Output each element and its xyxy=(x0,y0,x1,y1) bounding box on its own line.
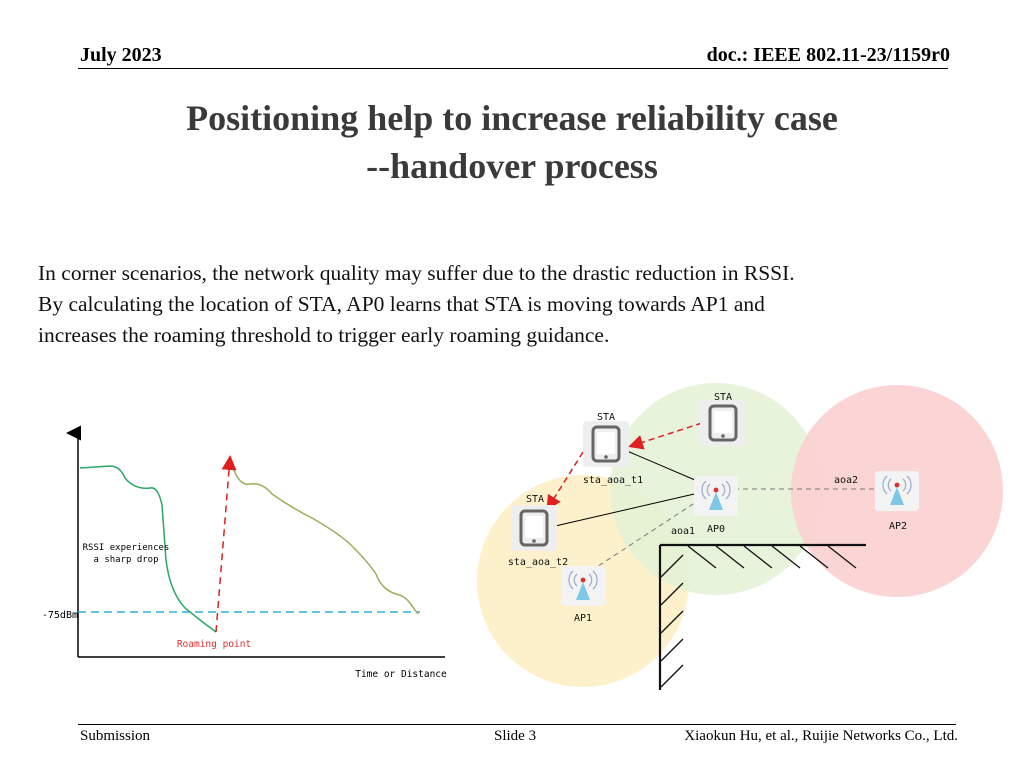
rssi-curve-ap0 xyxy=(79,465,217,633)
sta-top-label: STA xyxy=(714,392,732,403)
footer-rule xyxy=(78,724,956,725)
aoa2-label: aoa2 xyxy=(834,475,858,486)
sta-t2-vector xyxy=(537,488,717,533)
body-paragraph: In corner scenarios, the network quality… xyxy=(38,258,998,351)
ap2-label: AP2 xyxy=(889,521,907,532)
sta-top-phone xyxy=(700,400,746,446)
sta-move-arrow-2 xyxy=(546,451,584,511)
body-line1: In corner scenarios, the network quality… xyxy=(38,261,795,285)
coverage-diagram: STA STA STA sta_aoa_t1 sta_aoa_t2 aoa1 A… xyxy=(477,383,1003,690)
x-axis-label: Time or Distance xyxy=(355,669,447,680)
threshold-label: -75dBm xyxy=(42,610,78,621)
footer-slide-number: Slide 3 xyxy=(494,728,537,744)
figure: -75dBm RSSI experiences a sharp drop Roa… xyxy=(42,383,1003,690)
slide-title: Positioning help to increase reliability… xyxy=(0,94,1024,190)
ap2-node xyxy=(875,471,919,511)
sharp-drop-label-2: a sharp drop xyxy=(93,555,158,565)
ap1-label: AP1 xyxy=(574,613,592,624)
sta-aoa-t2-label: sta_aoa_t2 xyxy=(508,557,568,568)
header-doc-id: doc.: IEEE 802.11-23/1159r0 xyxy=(706,44,950,66)
rssi-curve-ap1 xyxy=(233,469,419,615)
roaming-point-label: Roaming point xyxy=(177,639,251,650)
sta-t2-label: STA xyxy=(526,494,544,505)
aoa1-label: aoa1 xyxy=(671,526,695,537)
footer-authors: Xiaokun Hu, et al., Ruijie Networks Co.,… xyxy=(684,728,958,744)
header-date: July 2023 xyxy=(80,44,162,66)
rssi-chart: -75dBm RSSI experiences a sharp drop Roa… xyxy=(42,425,447,680)
footer-submission: Submission xyxy=(80,728,151,744)
sta-t2-phone xyxy=(511,505,557,551)
sta-move-arrow-1 xyxy=(628,422,703,450)
sta-t1-phone xyxy=(583,421,629,467)
ap0-node xyxy=(694,476,738,516)
ap0-label: AP0 xyxy=(707,524,725,535)
sta-aoa-t1-label: sta_aoa_t1 xyxy=(583,475,643,486)
slide-title-line1: Positioning help to increase reliability… xyxy=(186,98,838,138)
roaming-jump-arrow xyxy=(215,455,237,633)
wall-icon xyxy=(658,543,866,690)
sharp-drop-label-1: RSSI experiences xyxy=(83,543,170,553)
slide-title-line2: --handover process xyxy=(366,146,658,186)
body-line3: increases the roaming threshold to trigg… xyxy=(38,323,610,347)
sta-t1-label: STA xyxy=(597,412,615,423)
body-line2: By calculating the location of STA, AP0 … xyxy=(38,292,765,316)
ap1-node xyxy=(561,566,605,606)
header-rule xyxy=(78,68,948,69)
